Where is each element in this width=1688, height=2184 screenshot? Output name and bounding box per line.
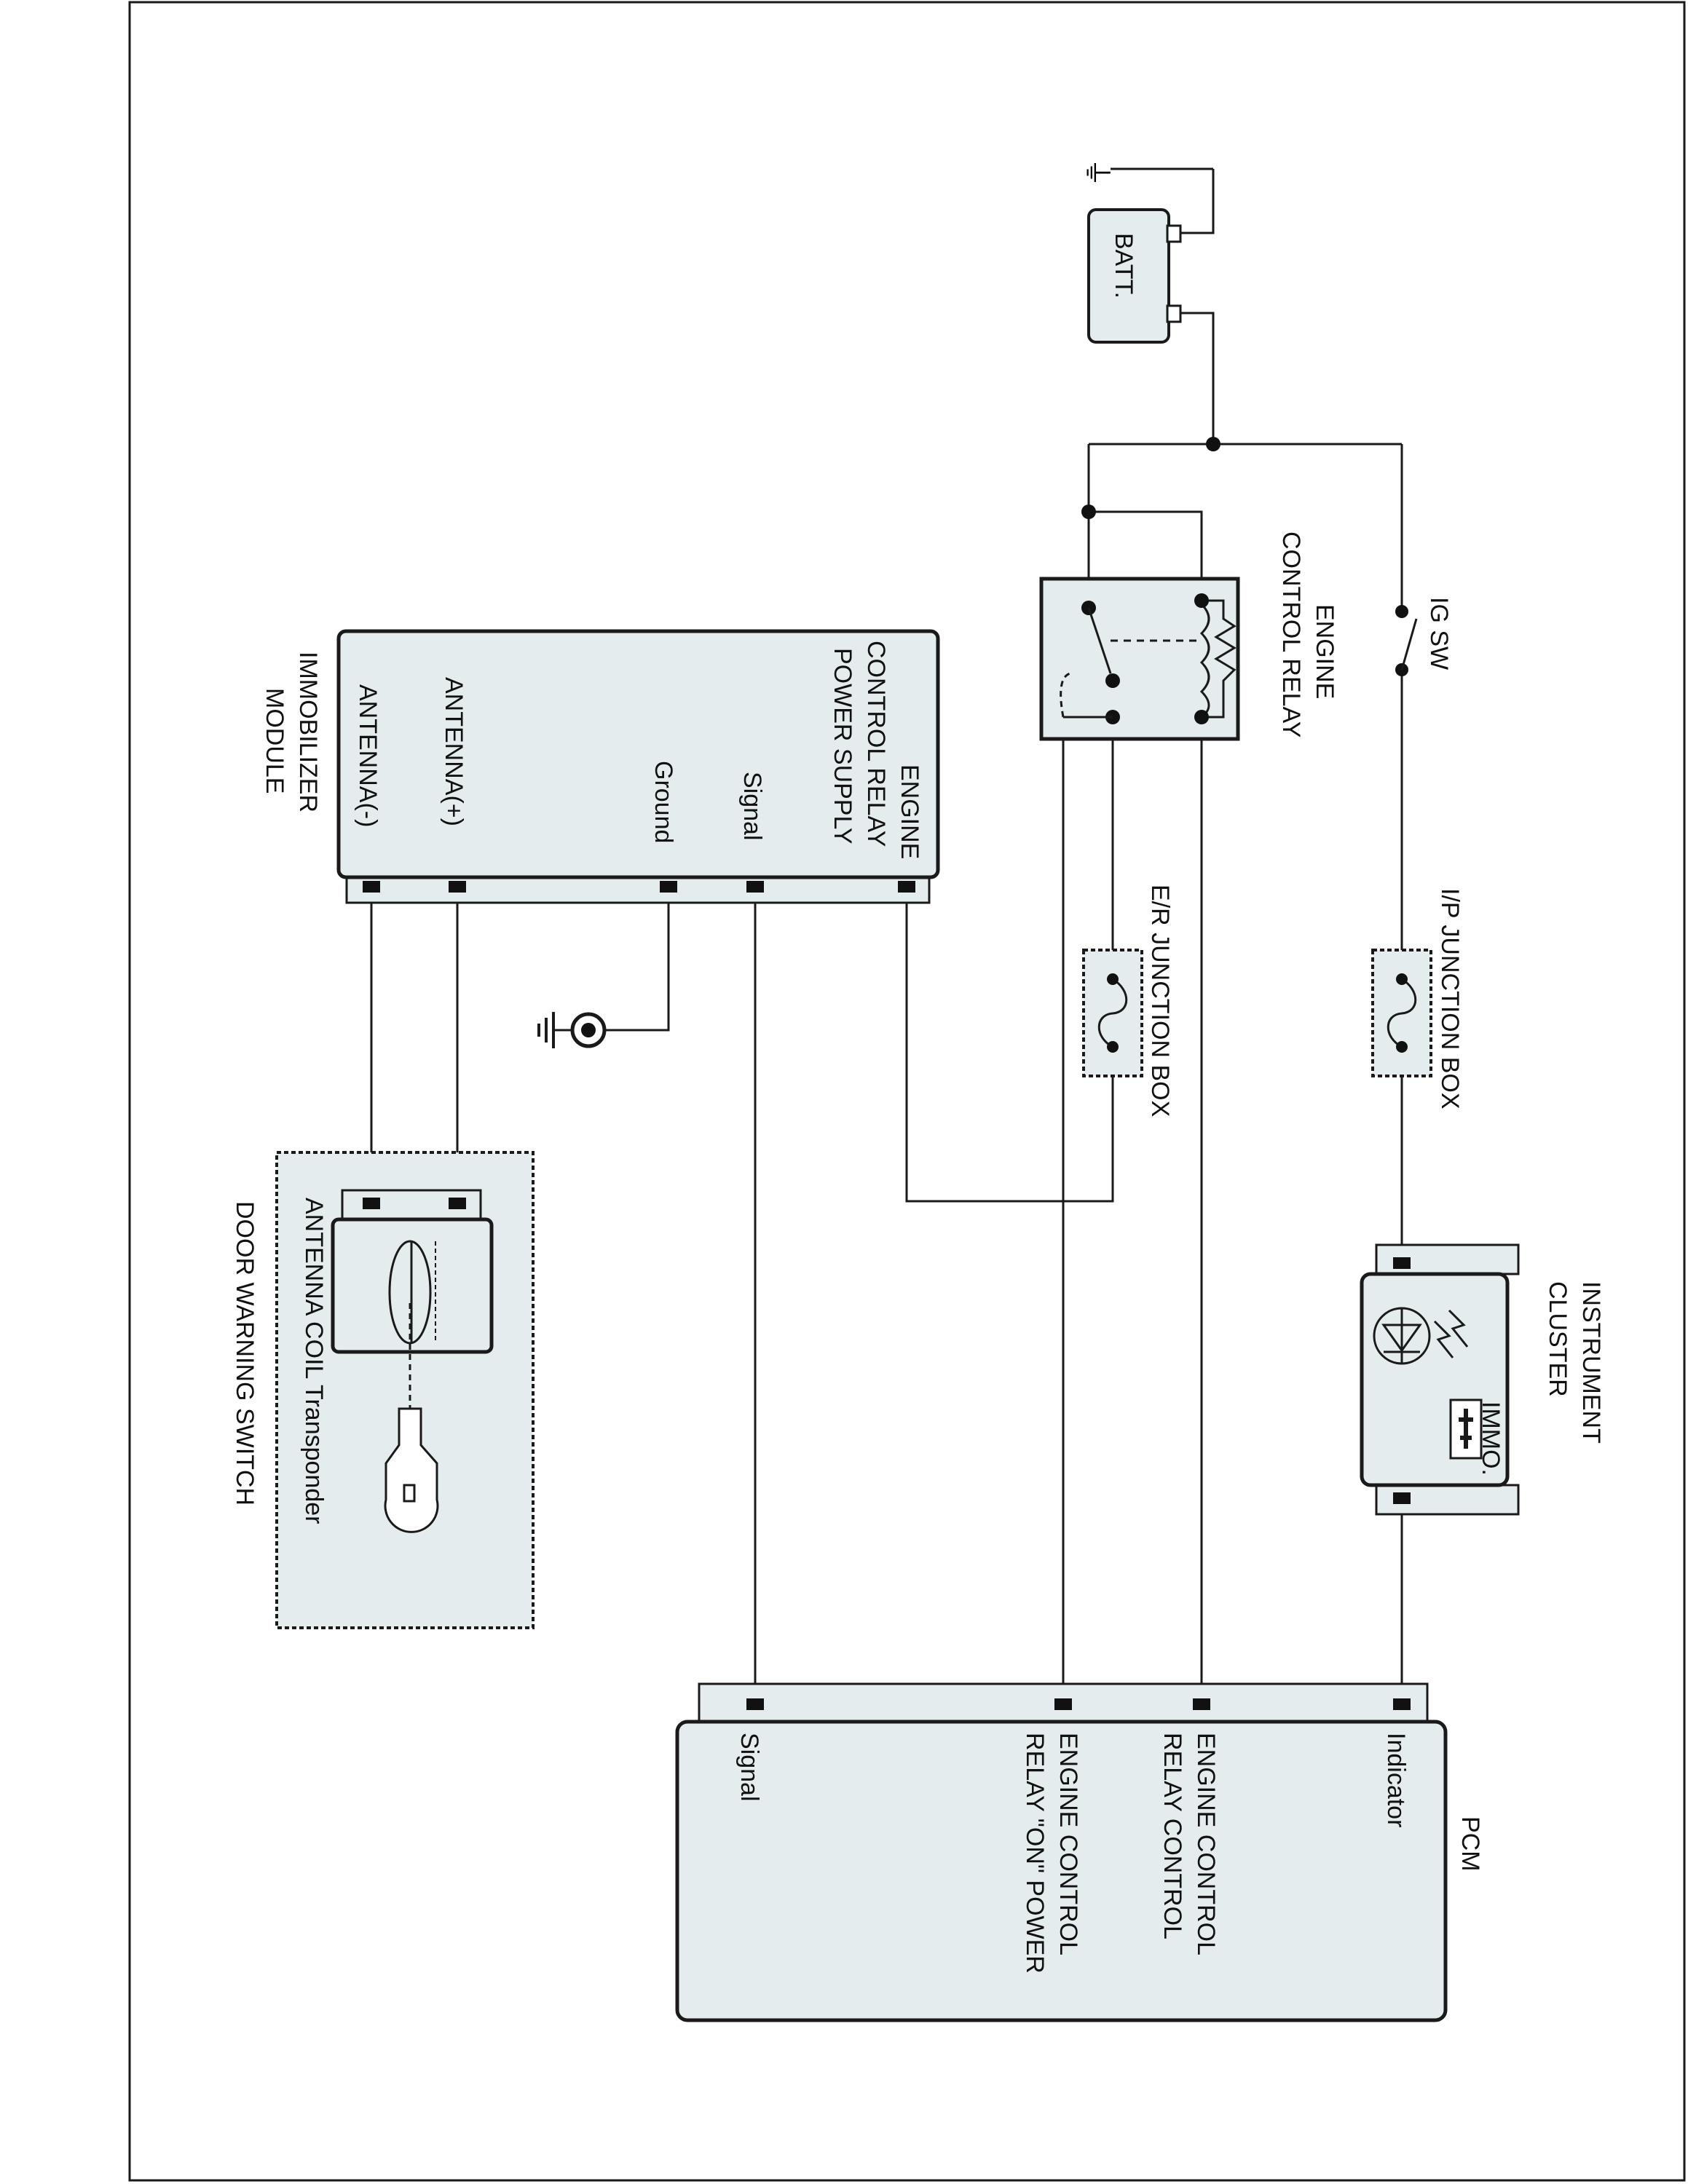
module-pin-power-label-2: CONTROL RELAY [862,641,890,847]
ground-symbol: ⏚ [1080,158,1113,187]
pcm-pin-relay-control-label-1: ENGINE CONTROL [1192,1733,1220,1955]
battery: ⏚ BATT. [1080,158,1213,344]
battery-minus-terminal [1166,224,1182,243]
fuse-end [1107,1041,1119,1053]
antenna-coil-label: ANTENNA COIL Transponder [300,1198,328,1524]
module-label-line2: MODULE [261,688,288,794]
transponder-key-hole [403,1484,416,1503]
module-pin-ground-label: Ground [650,761,677,843]
junction-dot [1206,437,1220,451]
wire-battery-plus [1169,312,1215,444]
wire-erjb-to-module [905,888,1114,1203]
module-pin-antenna-pos-label: ANTENNA(+) [440,677,468,826]
pcm-pin-relay-on-power [1054,1698,1072,1710]
battery-body [1087,208,1170,344]
junction-dots [1081,437,1220,519]
immo-label: IMMO. [1477,1401,1504,1476]
module-pin-ground [660,881,677,893]
module-pin-antenna-neg [363,881,380,893]
module-pin-power [898,881,915,893]
light-arrow-icon [1433,1320,1454,1358]
page-frame [128,1,1686,2182]
ig-switch-label: IG SW [1425,597,1453,670]
pcm-body [675,1720,1448,2022]
immo-car-key-icon [1459,1409,1473,1449]
er-fuse-icon [1097,978,1128,1048]
relay-label-line1: ENGINE [1311,604,1338,699]
relay-terminal [1105,673,1120,688]
module-pin-signal [746,881,764,893]
wires [370,169,1403,1704]
module-body [336,629,940,879]
wire-battery-ground [1169,169,1215,234]
antenna-pin [363,1198,380,1209]
ip-junction-box-label: I/P JUNCTION BOX [1436,888,1464,1109]
module-pin-antenna-neg-label: ANTENNA(-) [354,684,382,827]
relay-label-line2: CONTROL RELAY [1277,531,1305,737]
engine-control-relay: ENGINE CONTROL RELAY [1039,531,1338,741]
pcm: PCM Indicator ENGINE CONTROL RELAY CONTR… [675,1682,1484,2022]
pcm-pin-relay-control [1193,1698,1210,1710]
transponder-key-icon [384,1407,439,1533]
pcm-pin-indicator-label: Indicator [1382,1733,1410,1827]
module-pin-antenna-pos [449,881,466,893]
battery-label: BATT. [1110,233,1137,298]
light-arrow-icon [1448,1309,1469,1348]
relay-terminal [1194,593,1209,608]
fuse-end [1396,973,1408,985]
module-pin-signal-label: Signal [738,772,766,841]
er-junction-box-label: E/R JUNCTION BOX [1146,885,1174,1117]
module-pin-power-label-1: ENGINE [896,764,923,859]
ip-junction-box: I/P JUNCTION BOX [1371,888,1464,1109]
cluster-pin [1393,1492,1411,1504]
module-label-line1: IMMOBILIZER [294,652,322,812]
ig-switch-contact [1395,605,1408,618]
pcm-pin-relay-control-label-2: RELAY CONTROL [1159,1733,1186,1939]
cluster-label-line1: INSTRUMENT [1577,1281,1605,1444]
ig-switch-blade [1400,618,1418,670]
door-warning-switch: ANTENNA COIL Transponder DOOR WARNING SW… [231,1151,535,1629]
module-pin-power-label-3: POWER SUPPLY [829,648,856,844]
cluster-pin [1393,1257,1411,1269]
antenna-coil-icon [388,1240,432,1345]
cluster-label-line2: CLUSTER [1544,1281,1571,1397]
pcm-pin-signal-label: Signal [735,1733,763,1802]
immobilizer-module: ENGINE CONTROL RELAY POWER SUPPLY Signal… [261,629,940,904]
instrument-cluster: IMMO. INSTRUMENT CLUSTER [1360,1243,1605,1516]
junction-dot [1081,505,1096,519]
door-warning-switch-label: DOOR WARNING SWITCH [231,1201,259,1506]
pcm-pin-signal [746,1698,764,1710]
wire-module-ground [604,888,670,1032]
pcm-pin-relay-on-label-1: ENGINE CONTROL [1054,1733,1082,1955]
fuse-end [1107,973,1119,985]
relay-switch-blade [1087,607,1112,674]
relay-coil [1199,603,1210,719]
relay-contact-arc [1060,672,1071,718]
er-junction-box: E/R JUNCTION BOX [1082,885,1174,1117]
ig-switch: IG SW [1395,597,1453,676]
pcm-pin-indicator [1393,1698,1411,1710]
chassis-ground-symbol [537,1012,607,1048]
ip-fuse-icon [1387,978,1417,1048]
fuse-end [1396,1041,1408,1053]
battery-plus-terminal [1166,304,1182,323]
ground-dot-icon [581,1023,596,1037]
relay-terminal [1194,710,1209,724]
antenna-pin [449,1198,466,1209]
relay-resistor [1202,599,1237,719]
pcm-label: PCM [1456,1816,1484,1872]
wire-relay-coil-feed [1089,510,1203,601]
pcm-pin-relay-on-label-2: RELAY "ON" POWER [1021,1733,1049,1974]
